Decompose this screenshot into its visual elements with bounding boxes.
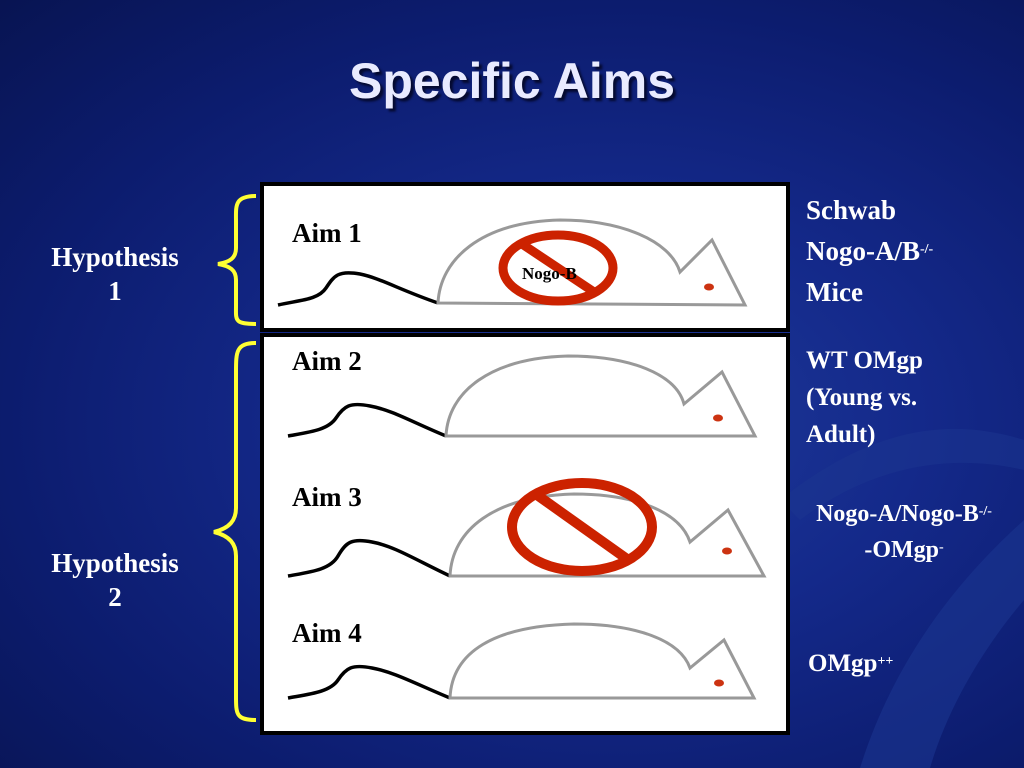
slide-title: Specific Aims <box>348 53 676 109</box>
nogo-b-label: Nogo-B <box>522 264 577 283</box>
mouse-icon <box>277 218 748 307</box>
model-aim-3: Nogo-A/Nogo-B-/- -OMgp- <box>816 501 992 563</box>
prohibited-sign-icon <box>498 230 618 306</box>
model-aim-2: WT OMgp (Young vs. Adult) <box>806 347 923 448</box>
mouse-eye-icon <box>704 283 714 291</box>
aim-1-label: Aim 1 <box>292 218 362 248</box>
model-aim-4: OMgp++ <box>808 650 894 677</box>
mouse-eye-icon <box>722 547 732 555</box>
left-brace-icon <box>213 341 257 722</box>
hypothesis-1-panel <box>260 182 790 332</box>
left-brace-icon <box>217 194 257 326</box>
aim-2-label: Aim 2 <box>292 346 362 376</box>
hypothesis-1-label: Hypothesis 1 <box>51 242 179 306</box>
mouse-icon <box>287 492 767 578</box>
mouse-icon <box>287 354 758 438</box>
prohibited-sign-icon <box>507 478 657 576</box>
model-aim-1: Schwab Nogo-A/B-/- Mice <box>806 195 934 307</box>
hypothesis-2-label: Hypothesis 2 <box>51 548 179 612</box>
aim-4-label: Aim 4 <box>292 618 362 648</box>
mouse-eye-icon <box>714 679 724 687</box>
mouse-icon <box>287 622 757 700</box>
aim-3-label: Aim 3 <box>292 482 362 512</box>
mouse-eye-icon <box>713 414 723 422</box>
